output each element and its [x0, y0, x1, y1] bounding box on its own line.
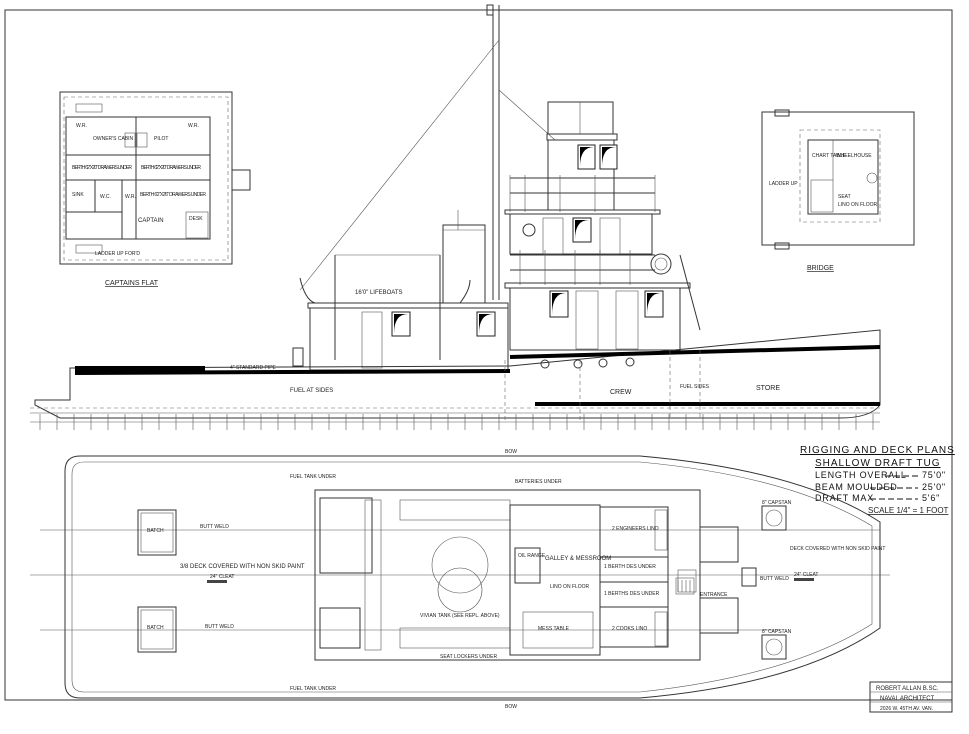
spec-value: 25'0": [922, 482, 946, 492]
deck-label: BUTT WELD: [205, 624, 234, 630]
deck-label: 8" CAPSTAN: [762, 629, 792, 635]
profile-label: FUEL AT SIDES: [290, 388, 333, 394]
cf-label: LADDER UP FOR'D: [95, 251, 140, 257]
bridge-caption: BRIDGE: [807, 265, 834, 272]
cf-label: BERTH 6'2"x2'6" DRAWERS UNDER: [140, 192, 206, 198]
spec-value: 5'6": [922, 493, 940, 503]
spec-label: BEAM MOULDED: [815, 482, 898, 492]
captains-flat-plan: W.R. OWNER'S CABIN PILOT W.R. BERTH 6'2"…: [59, 91, 251, 287]
drawing-scale: SCALE 1/4" = 1 FOOT: [868, 506, 949, 515]
architect-name: ROBERT ALLAN B.Sc.: [876, 686, 939, 692]
deck-label: BATCH: [147, 528, 164, 534]
spec-label: LENGTH OVERALL: [815, 470, 907, 480]
cf-label: SINK: [72, 192, 84, 198]
deck-label: FUEL TANK UNDER: [290, 474, 336, 480]
cf-label: W.R.: [188, 123, 199, 129]
cf-label: BERTH 6'2"x2'0" DRAWERS UNDER: [141, 165, 201, 171]
deck-label: 3/8 DECK COVERED WITH NON SKID PAINT: [180, 564, 305, 570]
profile-elevation: 16'0" LIFEBOATS 4" STANDARD PIPE FUEL AT…: [30, 4, 881, 430]
bridge-label: CHART TABLE: [812, 153, 846, 159]
deck-label: 2 COOKS LINO: [612, 626, 647, 632]
deck-label: SEAT LOCKERS UNDER: [440, 654, 497, 660]
deck-label: VIVIAN TANK (SEE REPL. ABOVE): [420, 613, 500, 619]
bridge-label: SEAT: [838, 194, 851, 200]
profile-label: FUEL SIDES: [680, 384, 710, 390]
profile-label: 16'0" LIFEBOATS: [355, 290, 403, 296]
deck-label: 1 BERTHS DES UNDER: [604, 591, 660, 597]
deck-label: BATCH: [147, 625, 164, 631]
deck-label: 24" CLEAT: [794, 572, 818, 578]
deck-label: OIL RANGE: [518, 553, 546, 559]
cf-label: BERTH 6'2"x2'0" DRAWERS UNDER: [72, 165, 132, 171]
deck-label: ENTRANCE: [700, 592, 728, 598]
bridge-label: LINO ON FLOOR: [838, 202, 878, 208]
deck-label: 2 ENGINEERS LINO: [612, 526, 659, 532]
sheet-border: [4, 9, 953, 701]
cf-label: CAPTAIN: [138, 218, 164, 224]
cf-label: PILOT: [154, 136, 168, 142]
deck-label: 8" CAPSTAN: [762, 500, 792, 506]
bridge-label: LADDER UP: [769, 181, 798, 187]
cf-label: W.C.: [100, 194, 111, 200]
deck-label: LINO ON FLOOR: [550, 584, 590, 590]
deck-label: BOW: [505, 449, 517, 455]
profile-label: CREW: [610, 389, 632, 396]
profile-label: 4" STANDARD PIPE: [230, 365, 277, 371]
deck-label: 1 BERTH DES UNDER: [604, 564, 656, 570]
cf-label: W.R.: [125, 194, 136, 200]
spec-value: 75'0": [922, 470, 946, 480]
deck-plan: BATCH BATCH 3/8 DECK COVERED WITH NON SK…: [30, 449, 890, 710]
deck-label: DECK COVERED WITH NON SKID PAINT: [790, 546, 885, 552]
deck-label: 24" CLEAT: [210, 574, 234, 580]
cf-label: DESK: [189, 216, 203, 222]
deck-label: BATTERIES UNDER: [515, 479, 562, 485]
deck-label: BUTT WELD: [760, 576, 789, 582]
cf-label: OWNER'S CABIN: [93, 136, 134, 142]
deck-label: BUTT WELD: [200, 524, 229, 530]
drawing-subtitle: SHALLOW DRAFT TUG: [815, 458, 941, 469]
deck-label: FUEL TANK UNDER: [290, 686, 336, 692]
profile-label: STORE: [756, 385, 780, 392]
architect-role: NAVAL ARCHITECT: [880, 696, 935, 702]
spec-label: DRAFT MAX: [815, 493, 874, 503]
bridge-plan: CHART TABLE WHEELHOUSE SEAT LINO ON FLOO…: [761, 109, 915, 272]
captains-flat-caption: CAPTAINS FLAT: [105, 280, 159, 287]
deck-label: BOW: [505, 704, 517, 710]
cf-label: W.R.: [76, 123, 87, 129]
title-block: RIGGING AND DECK PLANS SHALLOW DRAFT TUG…: [800, 445, 955, 515]
architect-address: 2026 W. 45th Av. Van.: [880, 706, 933, 712]
frame-stations: [39, 414, 874, 430]
deck-label: MESS TABLE: [538, 626, 570, 632]
deck-label: GALLEY & MESSROOM: [545, 556, 611, 562]
signature-block: ROBERT ALLAN B.Sc. NAVAL ARCHITECT 2026 …: [869, 681, 953, 713]
drawing-title: RIGGING AND DECK PLANS: [800, 445, 955, 456]
bridge-label: WHEELHOUSE: [836, 153, 872, 159]
